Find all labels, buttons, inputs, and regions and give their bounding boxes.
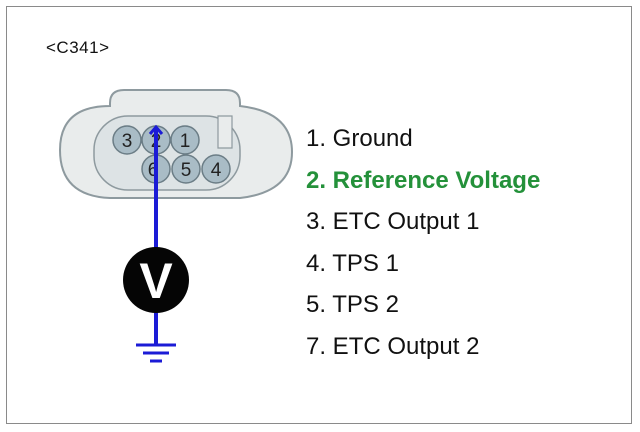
pin-6-label: 6 [148, 160, 159, 181]
probe-hook [148, 124, 164, 135]
pin-3-label: 3 [122, 131, 133, 152]
ground-symbol-icon [136, 343, 176, 363]
pin-5: 5 [171, 154, 201, 184]
pin-4-label: 4 [211, 160, 222, 181]
pin-3: 3 [112, 125, 142, 155]
pin-function-tps-2: 5. TPS 2 [306, 291, 399, 319]
pin-function-reference-voltage: 2. Reference Voltage [306, 166, 541, 194]
pin-function-ground: 1. Ground [306, 125, 413, 152]
pin-function-list: 1. Ground 2. Reference Voltage 3. ETC Ou… [306, 118, 540, 368]
pin-5-label: 5 [181, 160, 192, 181]
pin-1-label: 1 [180, 131, 191, 152]
pin-function-etc-output-1: 3. ETC Output 1 [306, 208, 480, 236]
diagram-frame [6, 6, 632, 424]
pin-4: 4 [201, 154, 231, 184]
pin-function-etc-output-2: 7. ETC Output 2 [306, 332, 480, 360]
voltmeter-icon: V [123, 247, 189, 313]
connector-id-label: <C341> [46, 38, 110, 57]
voltmeter-symbol: V [139, 253, 173, 309]
pin-1: 1 [170, 125, 200, 155]
pin-function-tps-1: 4. TPS 1 [306, 249, 399, 277]
